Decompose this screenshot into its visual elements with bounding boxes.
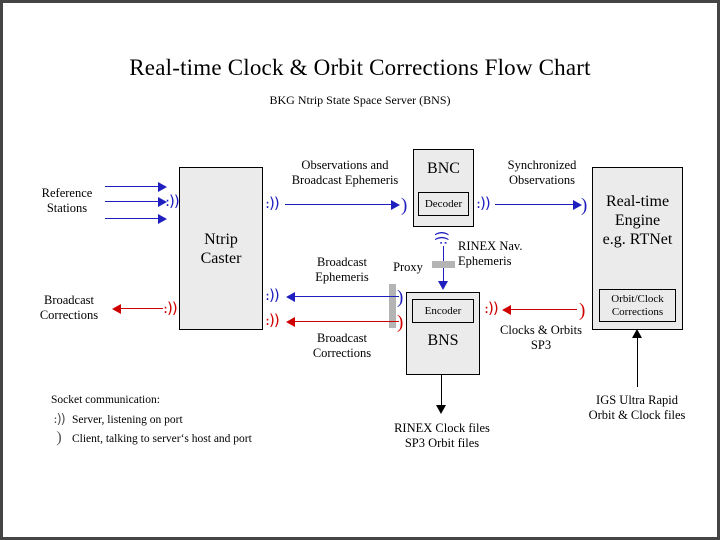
socket-client-icon-legend: ) [56, 429, 62, 446]
box-bnc-title: BNC [427, 160, 460, 177]
arrow-head-igs-ultra-rapid [632, 329, 642, 338]
label-reference-stations: Reference Stations [41, 186, 93, 215]
arrow-head-ref-3 [158, 214, 167, 224]
arrow-line-ref-1 [105, 186, 159, 187]
label-synchronized-observations: Synchronized Observations [507, 158, 577, 187]
label-clocks-orbits-sp3: Clocks & Orbits SP3 [500, 323, 582, 352]
label-broadcast-corrections-mid: Broadcast Corrections [312, 331, 372, 360]
socket-server-icon-broadcast-corrections-left: ։)) [163, 299, 178, 317]
socket-server-icon-caster-in: ։)) [165, 192, 180, 210]
arrow-head-rinex-clock-files [436, 405, 446, 414]
socket-server-icon-legend: ։)) [53, 412, 66, 427]
arrow-line-clocks-orbits [509, 309, 577, 310]
arrow-line-ref-3 [105, 218, 159, 219]
socket-server-icon-rinex-nav: ։)) [432, 231, 451, 246]
arrow-line-broadcast-ephemeris [293, 296, 399, 297]
proxy-bar-horizontal [432, 261, 455, 268]
socket-server-icon-caster-out-obs: ։)) [265, 194, 280, 212]
subbox-orbit-clock-corrections[interactable]: Orbit/Clock Corrections [599, 289, 676, 322]
label-observations-broadcast-ephemeris: Observations and Broadcast Ephemeris [291, 158, 399, 187]
arrow-head-broadcast-corrections-mid [286, 317, 295, 327]
socket-client-icon-bns-ephem-out: ) [397, 287, 404, 308]
proxy-bar-vertical [389, 284, 396, 328]
socket-server-icon-caster-in-corr: ։)) [265, 311, 280, 329]
legend-row-client: ) Client, talking to server‘s host and p… [51, 429, 252, 448]
box-bns-title: BNS [427, 332, 459, 349]
arrow-line-synchronized-observations [495, 204, 575, 205]
box-ntrip-caster[interactable]: Ntrip Caster [179, 167, 263, 330]
label-broadcast-corrections-left: Broadcast Corrections [39, 293, 99, 322]
label-proxy: Proxy [393, 260, 423, 274]
socket-client-icon-bns-corr-out: ) [397, 312, 404, 333]
socket-client-icon-engine-in: ) [581, 195, 588, 216]
legend-client-text: Client, talking to server‘s host and por… [72, 433, 252, 445]
legend-socket-communication: Socket communication: ։)) Server, listen… [51, 392, 252, 448]
subbox-bns-encoder[interactable]: Encoder [412, 299, 474, 323]
arrow-head-ref-2 [158, 197, 167, 207]
legend-row-server: ։)) Server, listening on port [51, 411, 252, 429]
page-subtitle: BKG Ntrip State Space Server (BNS) [269, 93, 451, 107]
socket-client-icon-bnc-in: ) [401, 195, 408, 216]
arrow-line-rinex-clock-files [441, 375, 442, 409]
page-title: Real-time Clock & Orbit Corrections Flow… [129, 55, 591, 80]
arrow-line-observations [285, 204, 393, 205]
arrow-head-ref-1 [158, 182, 167, 192]
arrow-head-rinex-nav [438, 281, 448, 290]
subbox-bnc-decoder[interactable]: Decoder [418, 192, 469, 216]
arrow-head-broadcast-corrections-left [112, 304, 121, 314]
arrow-head-synchronized-observations [573, 200, 582, 210]
legend-heading: Socket communication: [51, 394, 160, 406]
arrow-head-broadcast-ephemeris [286, 292, 295, 302]
box-realtime-engine-title: Real-time Engine e.g. RTNet [602, 193, 673, 248]
arrow-head-observations [391, 200, 400, 210]
arrow-line-ref-2 [105, 201, 159, 202]
arrow-line-igs-ultra-rapid [637, 337, 638, 387]
box-ntrip-caster-title: Ntrip Caster [200, 231, 242, 267]
label-rinex-nav-ephemeris: RINEX Nav. Ephemeris [458, 239, 523, 268]
label-rinex-clock-sp3-files: RINEX Clock files SP3 Orbit files [394, 421, 490, 450]
socket-server-icon-bnc-out: ։)) [476, 194, 491, 212]
socket-server-icon-caster-in-ephem: ։)) [265, 286, 280, 304]
arrow-head-clocks-orbits [502, 305, 511, 315]
socket-server-icon-bns-clocks-in: ։)) [484, 299, 499, 317]
label-broadcast-ephemeris: Broadcast Ephemeris [315, 255, 369, 284]
label-igs-ultra-rapid: IGS Ultra Rapid Orbit & Clock files [588, 393, 686, 422]
socket-client-icon-engine-clocks-out: ) [579, 300, 586, 321]
arrow-line-broadcast-corrections-left [119, 308, 163, 309]
legend-server-text: Server, listening on port [72, 414, 183, 426]
arrow-line-broadcast-corrections-mid [293, 321, 399, 322]
